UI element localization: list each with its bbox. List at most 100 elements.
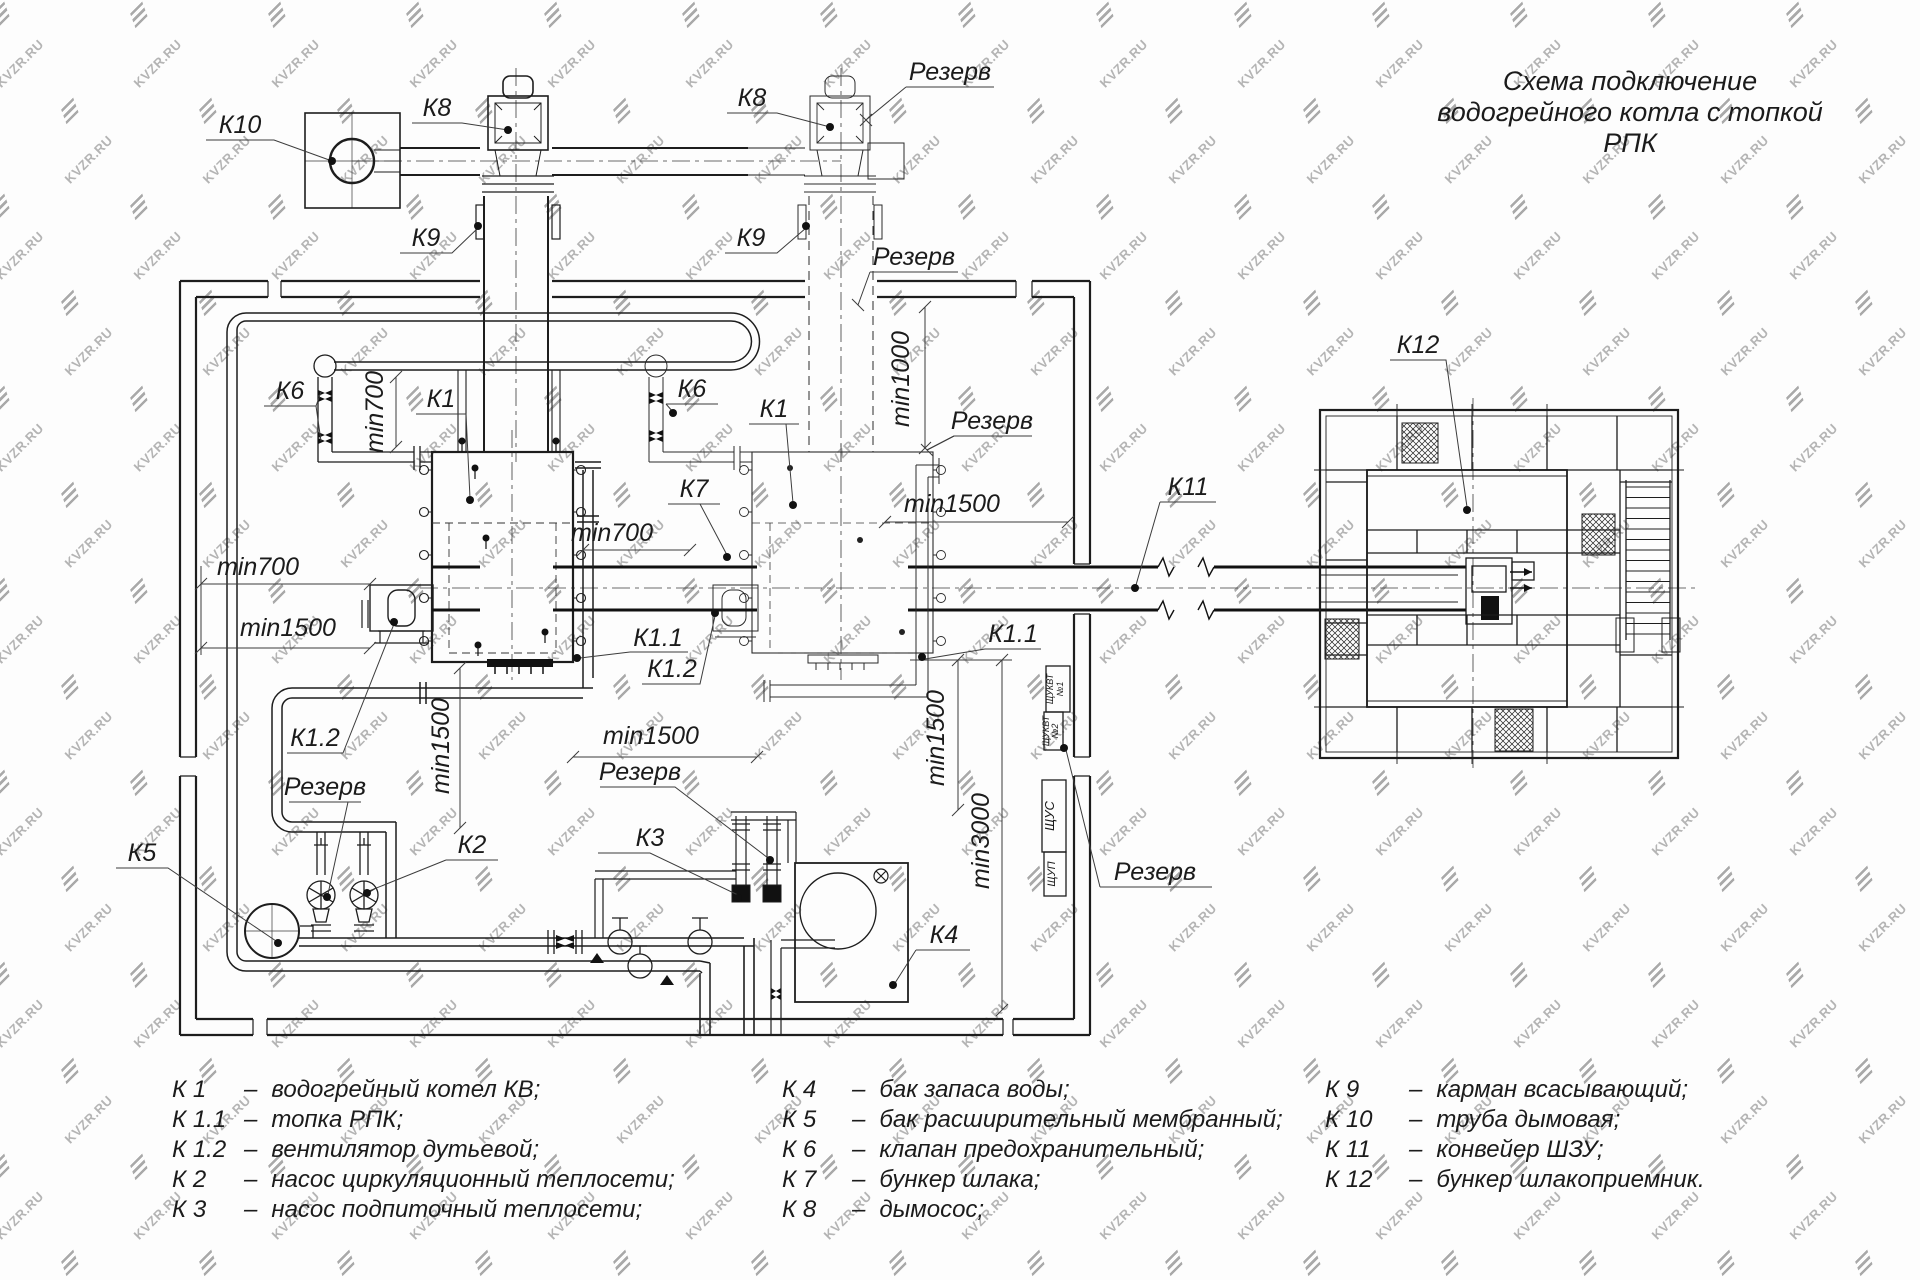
legend-dash: –: [1409, 1166, 1423, 1193]
legend-item: К 3–насос подпиточный теплосети;: [172, 1196, 675, 1226]
legend-dash: –: [244, 1196, 258, 1223]
legend-key: К 1.1: [172, 1106, 227, 1133]
legend-key: К 2: [172, 1166, 207, 1193]
diagram-label: К2: [458, 831, 487, 859]
legend-desc: бак запаса воды;: [879, 1076, 1070, 1103]
drawing-title: Схема подключение водогрейного котла с т…: [1430, 66, 1830, 159]
legend-column-2: К 4–бак запаса воды;К 5–бак расширительн…: [782, 1076, 1283, 1226]
legend-key: К 9: [1325, 1076, 1360, 1103]
legend-item: К 12–бункер шлакоприемник.: [1325, 1166, 1705, 1196]
legend-desc: бак расширительный мембранный;: [879, 1106, 1283, 1133]
diagram-label: Резерв: [1114, 858, 1196, 886]
diagram-label: К7: [680, 475, 710, 503]
legend-column-1: К 1–водогрейный котел КВ;К 1.1–топка РПК…: [172, 1076, 675, 1226]
legend-dash: –: [1409, 1106, 1423, 1133]
legend-item: К 9–карман всасывающий;: [1325, 1076, 1705, 1106]
diagram-label: К6: [276, 377, 305, 405]
diagram-label: К6: [678, 375, 707, 403]
legend-dash: –: [852, 1076, 866, 1103]
legend-dash: –: [1409, 1136, 1423, 1163]
diagram-label: К1: [760, 395, 789, 423]
legend-desc: бункер шлакоприемник.: [1436, 1166, 1705, 1193]
cabinet-label: №2: [1050, 724, 1060, 739]
legend-item: К 5–бак расширительный мембранный;: [782, 1106, 1283, 1136]
legend-desc: водогрейный котел КВ;: [271, 1076, 541, 1103]
diagram-label: К9: [737, 224, 766, 252]
control-cabinets: [1041, 665, 1071, 897]
title-line: РПК: [1603, 128, 1657, 158]
diagram-label: min700: [571, 519, 653, 547]
cabinet-label: ЩУС: [1042, 801, 1057, 831]
diagram-label: К1.2: [290, 724, 340, 752]
conveyor-k11: [432, 556, 1535, 625]
boiler-2-reserve: [739, 451, 946, 670]
legend-dash: –: [244, 1136, 258, 1163]
diagram-label: min1500: [603, 722, 699, 750]
cabinet-label: ЩУП: [1046, 861, 1058, 886]
diagram-label: min700: [361, 371, 389, 453]
legend-item: К 1.1–топка РПК;: [172, 1106, 675, 1136]
legend-desc: бункер шлака;: [879, 1166, 1041, 1193]
diagram-label: К4: [930, 921, 959, 949]
title-line: водогрейного котла с топкой: [1437, 97, 1823, 127]
heating-pipe-loop: [226, 312, 761, 1035]
legend-dash: –: [852, 1106, 866, 1133]
leader-lines: [116, 86, 1468, 984]
legend-key: К 1.2: [172, 1136, 227, 1163]
legend-desc: клапан предохранительный;: [879, 1136, 1205, 1163]
diagram-label: min1000: [887, 331, 915, 427]
building-walls: [178, 279, 1092, 1037]
diagram-label: К8: [738, 84, 767, 112]
leader-dots: [274, 123, 1471, 989]
diagram-label: Резерв: [284, 773, 366, 801]
cabinet-label: ЩУКВТ: [1045, 672, 1055, 704]
legend-desc: насос подпиточный теплосети;: [271, 1196, 643, 1223]
diagram-label: К12: [1397, 331, 1440, 359]
legend-key: К 10: [1325, 1106, 1373, 1133]
diagram-label: min1500: [904, 490, 1000, 518]
legend-dash: –: [244, 1106, 258, 1133]
diagram-label: min1500: [240, 614, 336, 642]
diagram-label: Резерв: [873, 243, 955, 271]
expansion-tank-k5: [244, 903, 314, 959]
smoke-exhauster-k8: [475, 75, 561, 452]
fan-air-pipe: [271, 461, 601, 938]
diagram-label: К1.1: [988, 620, 1038, 648]
legend-desc: вентилятор дутьевой;: [271, 1136, 540, 1163]
draft-fan-k12-boiler2: [712, 584, 759, 638]
legend-desc: топка РПК;: [271, 1106, 404, 1133]
diagram-label: Резерв: [599, 758, 681, 786]
legend-key: К 1: [172, 1076, 207, 1103]
legend-dash: –: [852, 1196, 866, 1223]
legend-key: К 7: [782, 1166, 817, 1193]
legend-item: К 10 –труба дымовая;: [1325, 1106, 1705, 1136]
legend-desc: дымосос;: [879, 1196, 985, 1223]
legend-item: К 8–дымосос;: [782, 1196, 1283, 1226]
water-tank-k4: [770, 862, 909, 1035]
diagram-label: min3000: [967, 793, 995, 889]
diagram-label: Резерв: [909, 58, 991, 86]
circulation-pumps-k2: [299, 832, 755, 1035]
legend-key: К 11: [1325, 1136, 1371, 1163]
legend-desc: труба дымовая;: [1436, 1106, 1621, 1133]
legend-key: К 6: [782, 1136, 817, 1163]
diagram-label: К1: [427, 385, 456, 413]
legend-item: К 7–бункер шлака;: [782, 1166, 1283, 1196]
diagram-label: К8: [423, 94, 452, 122]
diagram-label: min1500: [922, 690, 950, 786]
wall-gap-caps: [180, 281, 1090, 1035]
legend-dash: –: [852, 1136, 866, 1163]
legend-item: К 6 –клапан предохранительный;: [782, 1136, 1283, 1166]
diagram-label: К1.1: [633, 624, 683, 652]
legend-desc: насос циркуляционный теплосети;: [271, 1166, 675, 1193]
diagram-label: К1.2: [647, 655, 697, 683]
diagram-label: Резерв: [951, 407, 1033, 435]
legend-key: К 4: [782, 1076, 817, 1103]
diagram-label: К11: [1168, 473, 1209, 501]
diagram-label: К3: [636, 824, 665, 852]
legend-item: К 1.2–вентилятор дутьевой;: [172, 1136, 675, 1166]
draft-fan-k12-boiler1: [361, 584, 434, 644]
